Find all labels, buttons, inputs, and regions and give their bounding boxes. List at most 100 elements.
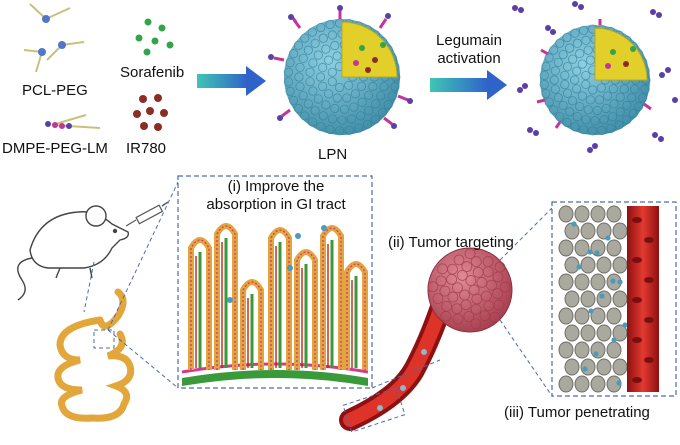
tumor-cell bbox=[590, 239, 606, 257]
villus-wall bbox=[344, 261, 368, 370]
sphere-bead bbox=[310, 106, 320, 116]
sphere-bead bbox=[308, 86, 318, 96]
sphere-bead bbox=[318, 33, 328, 43]
tumor-nodule bbox=[437, 263, 448, 275]
sphere-bead bbox=[562, 88, 573, 98]
sphere-bead bbox=[288, 49, 299, 59]
zoom-lines-intestine bbox=[83, 181, 179, 389]
tumor-cell bbox=[574, 273, 590, 291]
sphere-bead bbox=[630, 84, 640, 94]
tumor-nodule bbox=[453, 254, 465, 266]
sphere-bead bbox=[313, 94, 323, 104]
sphere-bead bbox=[579, 25, 589, 35]
sphere-bead bbox=[307, 117, 317, 127]
sphere-bead bbox=[288, 95, 299, 105]
tumor-cell bbox=[596, 290, 612, 308]
sphere-bead bbox=[344, 125, 354, 135]
sphere-bead bbox=[608, 84, 618, 94]
tumor-cell bbox=[606, 205, 622, 223]
sphere-bead bbox=[349, 102, 359, 112]
intestinal-villi bbox=[188, 223, 368, 370]
sphere-bead bbox=[597, 125, 607, 136]
sphere-bead bbox=[553, 93, 563, 103]
sphere-bead bbox=[588, 85, 598, 95]
sphere-bead bbox=[390, 82, 400, 92]
sphere-bead bbox=[379, 81, 389, 92]
sphere-bead bbox=[570, 75, 580, 85]
sphere-bead bbox=[609, 99, 619, 109]
tumor-nodule bbox=[470, 256, 482, 267]
nanoparticle-dot bbox=[622, 322, 628, 328]
sphere-bead bbox=[307, 27, 317, 37]
tumor-nodule bbox=[452, 313, 464, 325]
sphere-bead bbox=[300, 33, 310, 43]
sphere-bead bbox=[332, 93, 342, 103]
sphere-bead bbox=[321, 100, 331, 110]
red-blood-cell bbox=[632, 257, 642, 263]
sphere-bead bbox=[562, 32, 572, 43]
label-absorption: absorption in GI tract bbox=[206, 196, 346, 213]
sphere-bead bbox=[622, 115, 632, 125]
sphere-bead bbox=[364, 90, 374, 100]
tumor-nodule bbox=[494, 261, 506, 273]
sphere-bead bbox=[558, 49, 568, 60]
sphere-bead bbox=[364, 106, 374, 116]
sphere-bead bbox=[376, 91, 386, 101]
zoom-lines-vessel bbox=[342, 359, 441, 433]
tumor-cell bbox=[558, 341, 574, 359]
tumor-cell bbox=[596, 358, 612, 376]
tumor-cell bbox=[564, 358, 580, 376]
sphere-bead bbox=[585, 95, 596, 105]
sphere-bead bbox=[327, 114, 338, 124]
label-improve: (i) Improve the bbox=[227, 178, 325, 195]
nanoparticle-dot bbox=[594, 250, 600, 256]
sphere-bead bbox=[317, 63, 328, 73]
sphere-bead bbox=[368, 81, 378, 92]
tumor-nodule bbox=[464, 248, 476, 260]
sphere-bead bbox=[550, 66, 560, 76]
tumor-nodule bbox=[439, 285, 451, 297]
tumor-nodule bbox=[452, 282, 463, 294]
nanoparticle-dot bbox=[571, 221, 577, 227]
villus-wall bbox=[294, 249, 318, 370]
tumor-nodule bbox=[465, 275, 477, 286]
tumor-cell bbox=[580, 290, 596, 308]
sphere-bead bbox=[283, 67, 293, 77]
sphere-bead bbox=[627, 93, 637, 103]
released-ligands bbox=[512, 1, 678, 153]
sphere-bead bbox=[539, 70, 549, 81]
sphere-bead bbox=[342, 93, 352, 103]
tumor-cell bbox=[606, 239, 622, 257]
sphere-bead bbox=[588, 126, 598, 136]
sphere-bead bbox=[594, 95, 605, 105]
tumor-nodule bbox=[482, 256, 494, 267]
villus-edge bbox=[270, 229, 290, 370]
tumor-cell bbox=[612, 222, 628, 240]
sphere-bead bbox=[567, 54, 578, 64]
sphere-bead bbox=[592, 105, 602, 116]
nanoparticle-dot bbox=[582, 366, 588, 372]
nanoparticle-dot bbox=[611, 337, 617, 343]
nanoparticle-dot bbox=[605, 235, 611, 241]
sphere-bead bbox=[577, 59, 587, 69]
syringe-illustration bbox=[125, 201, 169, 227]
sphere-bead bbox=[383, 100, 393, 110]
sphere-bead bbox=[357, 97, 367, 107]
sphere-bead bbox=[601, 103, 611, 114]
tumor-nodule bbox=[489, 311, 501, 323]
sphere-bead bbox=[579, 125, 589, 135]
red-blood-cell bbox=[644, 237, 654, 243]
sphere-bead bbox=[575, 101, 585, 112]
tumor-nodule bbox=[499, 281, 511, 293]
sphere-bead bbox=[344, 80, 354, 91]
sphere-bead bbox=[603, 91, 613, 101]
sphere-bead bbox=[332, 51, 342, 61]
tumor-nodule bbox=[476, 277, 488, 288]
sphere-bead bbox=[575, 48, 585, 59]
sphere-bead bbox=[321, 44, 331, 54]
tumor-mass bbox=[427, 247, 513, 333]
sphere-bead bbox=[293, 104, 304, 114]
sphere-bead bbox=[339, 104, 350, 114]
villi-panel bbox=[177, 175, 373, 389]
